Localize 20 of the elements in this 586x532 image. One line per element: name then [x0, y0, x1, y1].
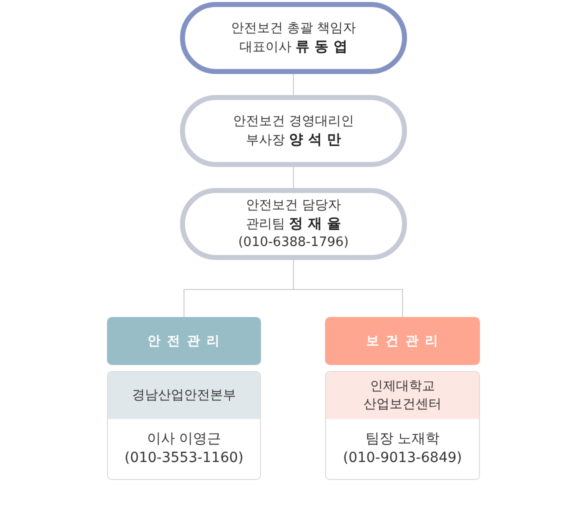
phone-number: (010-9013-6849): [342, 449, 462, 468]
department-header: 보 건 관 리: [325, 317, 480, 365]
person-name: 부사장 양 석 만: [246, 130, 341, 150]
department-header: 안 전 관 리: [107, 317, 261, 365]
role-title: 안전보건 경영대리인: [232, 112, 354, 130]
organization-band: 인제대학교 산업보건센터: [326, 372, 479, 419]
role-title: 안전보건 담당자: [246, 196, 342, 214]
connector-line: [293, 74, 294, 96]
phone-number: (010-6388-1796): [238, 234, 349, 252]
person-name: 대표이사 류 동 엽: [240, 38, 348, 56]
contact-card: [107, 371, 261, 480]
phone-number: (010-3553-1160): [124, 449, 244, 468]
person-name: 팀장 노재학: [365, 430, 440, 449]
connector-line: [293, 260, 403, 318]
person-name: 관리팀 정 재 율: [246, 214, 341, 234]
organization-band: 경남산업안전본부: [108, 372, 260, 419]
contact-card: [325, 371, 480, 480]
connector-line: [293, 166, 294, 188]
role-title: 안전보건 총괄 책임자: [230, 20, 356, 38]
person-name: 이사 이영근: [146, 430, 222, 449]
